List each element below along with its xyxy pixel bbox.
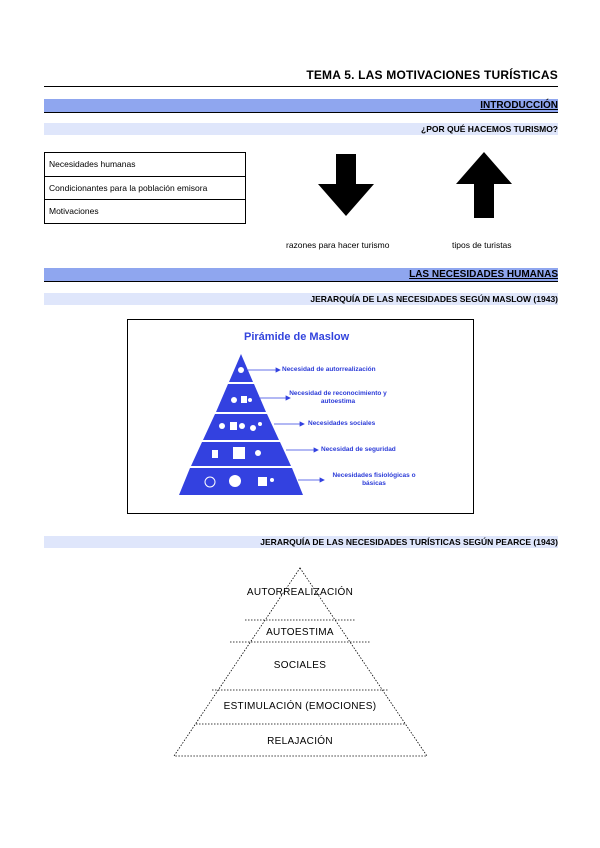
pearce-level-label: AUTORREALIZACIÓN (246, 587, 354, 598)
table-row: Condicionantes para la población emisora (45, 177, 245, 200)
pearce-level-label: RELAJACIÓN (267, 736, 333, 747)
maslow-level-label: Necesidad de autorrealización (282, 366, 376, 373)
page-title: TEMA 5. LAS MOTIVACIONES TURÍSTICAS (44, 68, 558, 87)
maslow-icons (204, 367, 274, 488)
maslow-tier-5 (179, 468, 303, 495)
maslow-pyramid-graphic (179, 354, 325, 495)
maslow-level-label: Necesidad de reconocimiento y autoestima (289, 390, 387, 405)
section-heading-necesidades: LAS NECESIDADES HUMANAS (44, 268, 558, 282)
maslow-level-label: Necesidad de seguridad (321, 446, 396, 453)
table-row: Motivaciones (49, 206, 99, 216)
section-heading-introduccion: INTRODUCCIÓN (44, 99, 558, 113)
maslow-level-label: Necesidades fisiológicas o básicas (332, 472, 416, 487)
maslow-arrows (248, 367, 325, 483)
subheading-maslow: JERARQUÍA DE LAS NECESIDADES SEGÚN MASLO… (44, 293, 558, 305)
pearce-level-label: SOCIALES (273, 660, 327, 671)
arrow-down-caption: razones para hacer turismo (286, 240, 390, 250)
maslow-level-label: Necesidades sociales (308, 420, 376, 427)
subheading-pearce: JERARQUÍA DE LAS NECESIDADES TURÍSTICAS … (44, 536, 558, 548)
maslow-pyramid-figure: Pirámide de Maslow Necesidad de autorrea… (127, 319, 474, 514)
arrow-down-icon (318, 154, 374, 216)
pearce-level-label: AUTOESTIMA (266, 627, 334, 638)
pearce-pyramid-graphic (173, 567, 428, 757)
needs-table: Necesidades humanas Condicionantes para … (44, 152, 246, 224)
arrow-up-icon (456, 152, 512, 218)
arrow-up-caption: tipos de turistas (452, 240, 512, 250)
subheading-por-que: ¿POR QUÉ HACEMOS TURISMO? (44, 123, 558, 135)
pearce-level-label: ESTIMULACIÓN (EMOCIONES) (223, 701, 377, 712)
table-row: Necesidades humanas (45, 153, 245, 177)
maslow-figure-title: Pirámide de Maslow (244, 331, 350, 343)
